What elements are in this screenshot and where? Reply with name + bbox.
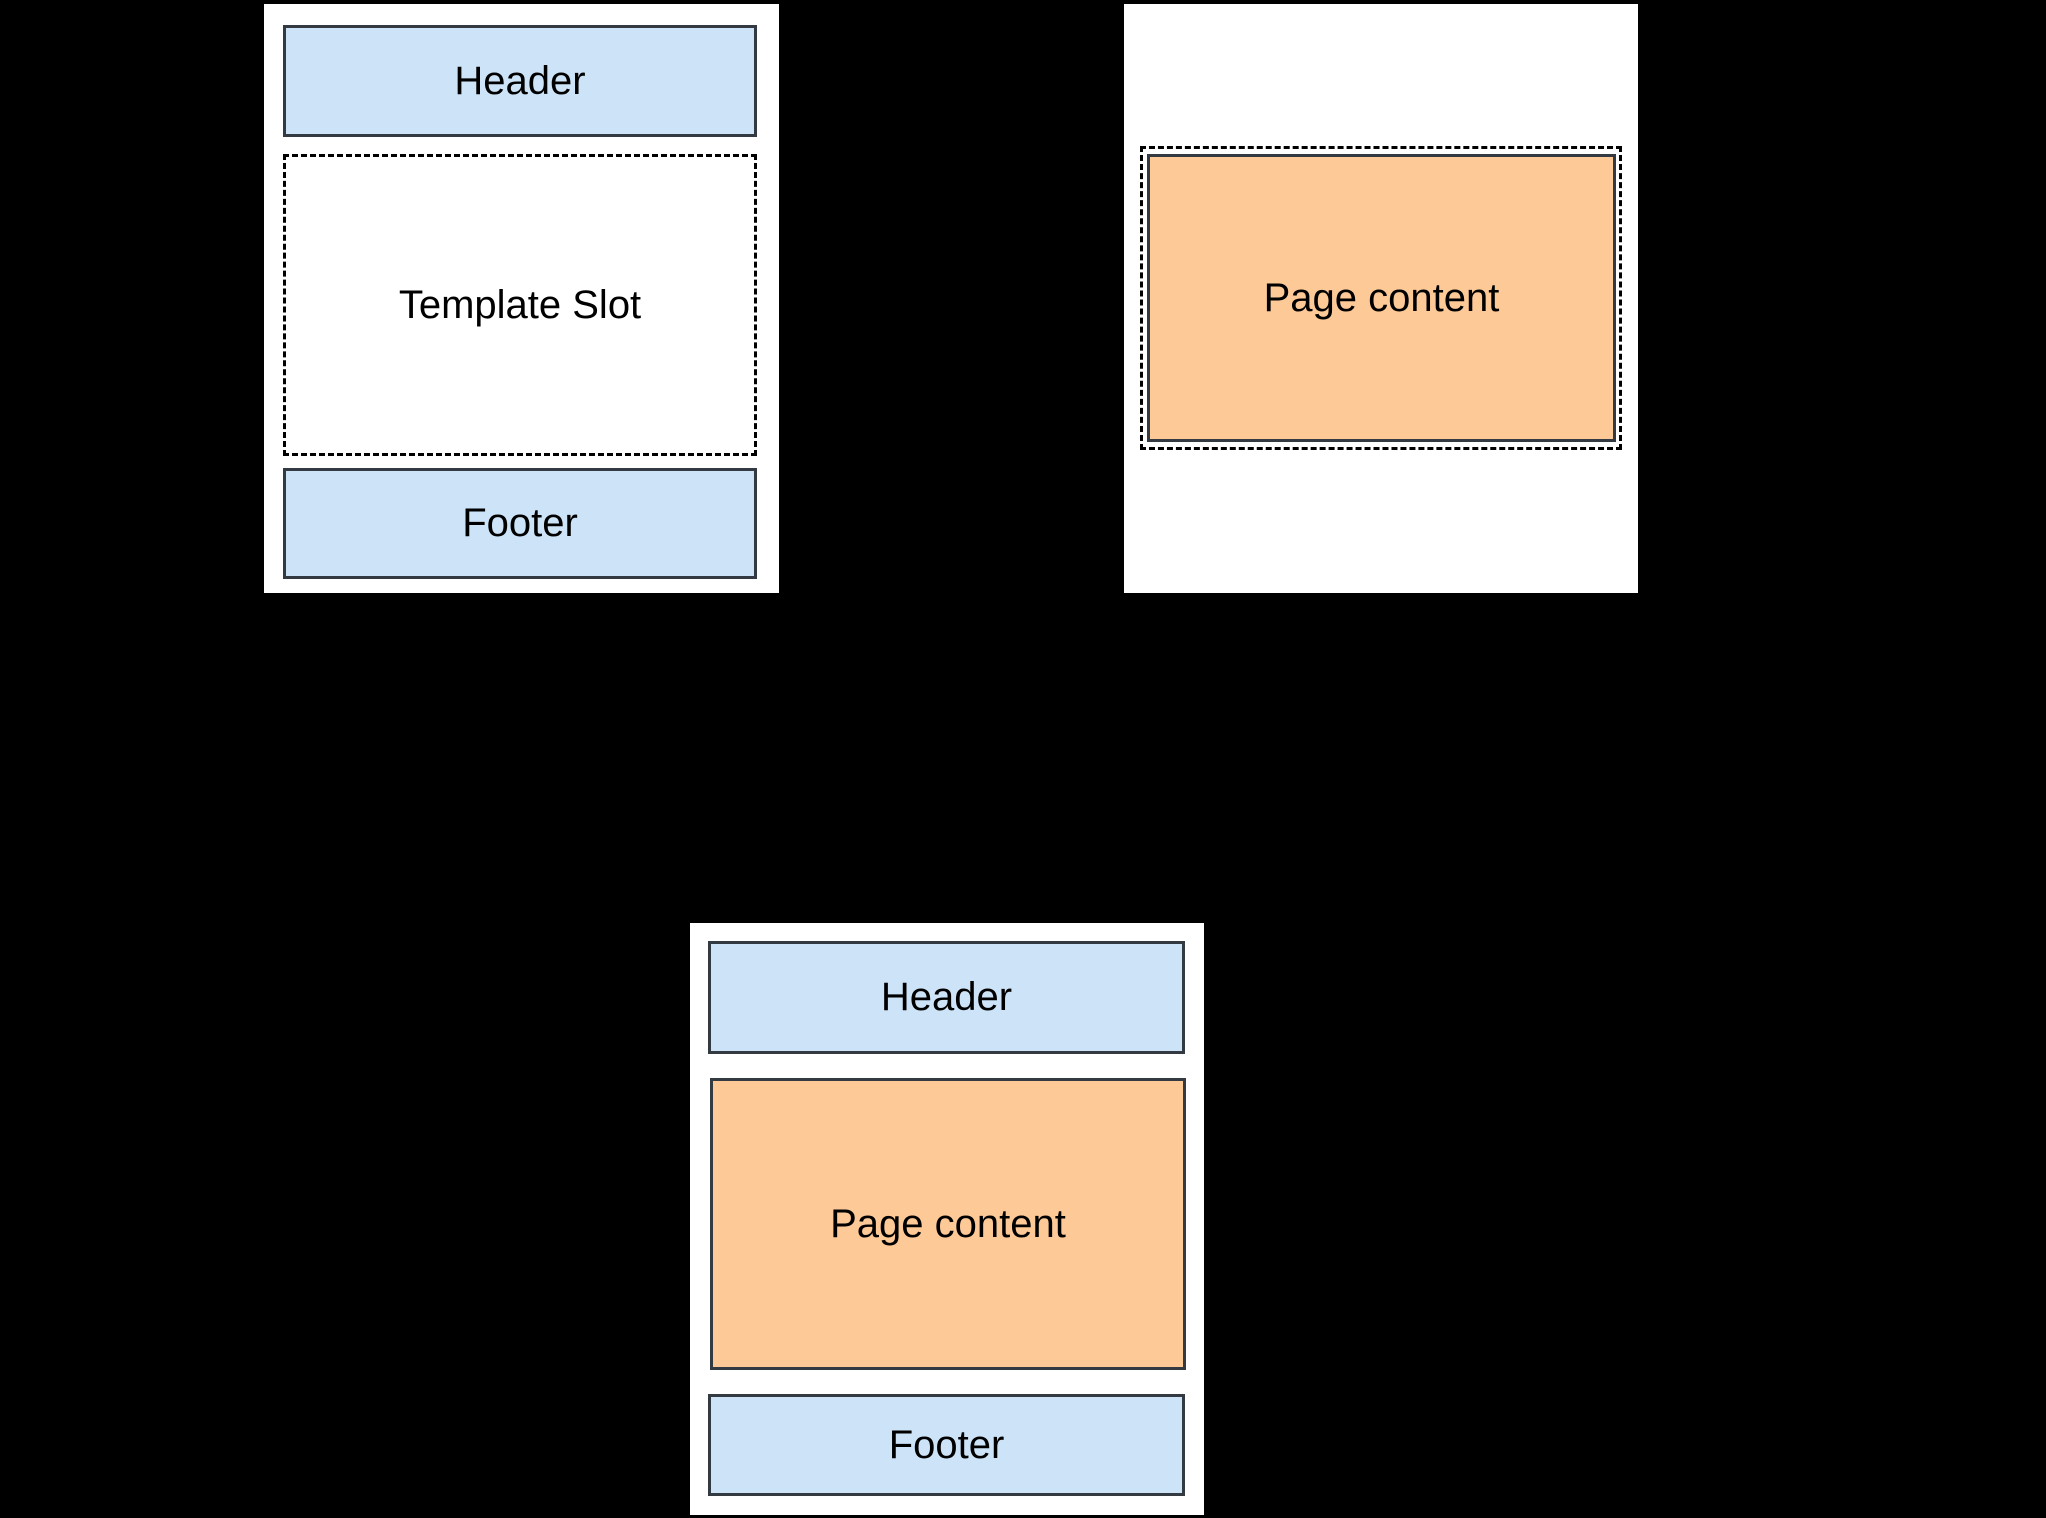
result-content-label: Page content	[830, 1201, 1066, 1246]
page-content-box: Page content	[1147, 154, 1616, 442]
result-card: Header Page content Footer	[690, 923, 1204, 1515]
template-header-box: Header	[283, 25, 757, 137]
template-footer-label: Footer	[462, 501, 578, 545]
page-slot-outline	[1140, 146, 1622, 450]
result-header-label: Header	[880, 975, 1013, 1019]
template-card: Header Template Slot Footer	[264, 4, 779, 593]
template-header-label: Header	[454, 58, 586, 103]
template-footer-box: Footer	[283, 468, 757, 579]
page-card: Page content	[1124, 4, 1638, 593]
template-slot-box: Template Slot	[283, 154, 757, 456]
template-slot-label: Template Slot	[398, 282, 642, 327]
result-content-box: Page content	[710, 1078, 1186, 1370]
result-footer-box: Footer	[708, 1394, 1185, 1496]
result-header-box: Header	[708, 941, 1185, 1054]
page-content-label: Page content	[1263, 275, 1500, 320]
result-footer-label: Footer	[888, 1422, 1005, 1467]
